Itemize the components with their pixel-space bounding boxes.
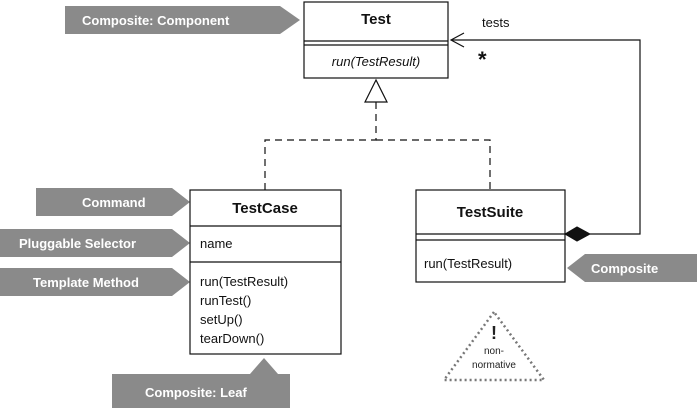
tag-composite-leaf-label: Composite: Leaf xyxy=(145,385,248,400)
tag-composite-leaf: Composite: Leaf xyxy=(112,358,290,408)
tag-shape xyxy=(0,268,190,296)
note-dotted-triangle xyxy=(441,309,547,382)
tag-pluggable-selector: Pluggable Selector xyxy=(0,229,190,257)
class-test-box xyxy=(303,1,449,79)
composition-association: tests * xyxy=(449,15,641,242)
generalization-line-testsuite xyxy=(376,139,491,190)
tag-composite-component-label: Composite: Component xyxy=(82,13,230,28)
class-testcase-operation: runTest() xyxy=(200,293,251,308)
class-testcase-name: TestCase xyxy=(232,200,298,217)
class-testcase: TestCase name run(TestResult) runTest() … xyxy=(189,189,342,355)
note-line-2: normative xyxy=(472,360,516,371)
class-testcase-attribute: name xyxy=(200,236,233,251)
association-arrowhead xyxy=(449,32,465,48)
inheritance-triangle xyxy=(364,78,388,103)
tag-command-label: Command xyxy=(82,195,146,210)
class-test: Test run(TestResult) xyxy=(303,1,449,79)
tag-shape xyxy=(36,188,190,216)
tag-shape xyxy=(112,358,290,408)
composition-diamond xyxy=(564,226,592,242)
class-testsuite-operation: run(TestResult) xyxy=(424,256,512,271)
association-role-label: tests xyxy=(482,15,510,30)
note-exclamation: ! xyxy=(491,323,497,343)
class-testsuite: TestSuite run(TestResult) xyxy=(415,189,566,283)
tag-command: Command xyxy=(36,188,190,216)
tag-pluggable-selector-label: Pluggable Selector xyxy=(19,236,136,251)
class-testcase-operation: run(TestResult) xyxy=(200,274,288,289)
class-test-operation: run(TestResult) xyxy=(332,54,420,69)
tag-composite-label: Composite xyxy=(591,261,658,276)
note-line-1: non- xyxy=(484,346,504,357)
tag-shape xyxy=(567,254,697,282)
tag-template-method-label: Template Method xyxy=(33,275,139,290)
tag-shape xyxy=(0,229,190,257)
tag-composite: Composite xyxy=(567,254,697,282)
association-line xyxy=(452,39,641,235)
class-testcase-box xyxy=(189,189,342,355)
class-testcase-operation: setUp() xyxy=(200,312,243,327)
generalization-line-testcase xyxy=(264,102,377,190)
tag-shape xyxy=(65,6,300,34)
class-testsuite-name: TestSuite xyxy=(457,204,523,221)
generalization xyxy=(264,78,491,190)
association-multiplicity: * xyxy=(478,47,487,72)
non-normative-note: ! non- normative xyxy=(441,309,547,382)
tag-composite-component: Composite: Component xyxy=(65,6,300,34)
class-test-name: Test xyxy=(361,11,391,28)
class-testsuite-box xyxy=(415,189,566,283)
class-testcase-operation: tearDown() xyxy=(200,331,264,346)
tag-template-method: Template Method xyxy=(0,268,190,296)
